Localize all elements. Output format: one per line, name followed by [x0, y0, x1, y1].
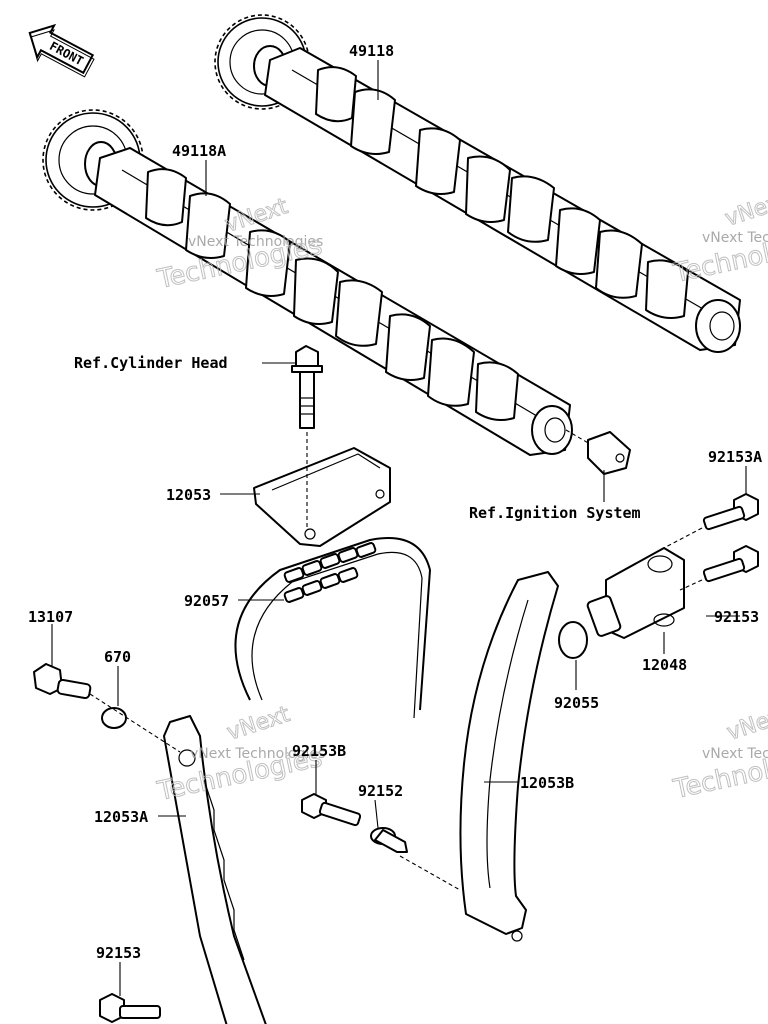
timing-chain	[234, 537, 431, 719]
exhaust-camshaft	[214, 14, 741, 353]
label-12053a: 12053A	[94, 808, 148, 826]
label-ref-cylinder-head: Ref.Cylinder Head	[74, 354, 228, 372]
label-670: 670	[104, 648, 131, 666]
collar-92152-shape	[370, 827, 408, 853]
part-labels: 49118 49118A Ref.Cylinder Head 12053 Ref…	[28, 42, 762, 962]
label-92153-bottom: 92153	[96, 944, 141, 962]
chain-tensioner	[586, 547, 685, 639]
watermark-company: vNext Technologies	[702, 230, 768, 246]
bolt-92153-bottom-shape	[99, 993, 161, 1023]
right-chain-guide	[459, 571, 559, 942]
ignition-rotor-pin	[587, 431, 631, 475]
watermark-company: vNext Technologies	[190, 746, 325, 762]
watermark-word1: vNext	[224, 702, 293, 746]
label-92055: 92055	[554, 694, 599, 712]
upper-chain-guide	[253, 447, 391, 547]
intake-camshaft	[42, 109, 573, 456]
label-12053b: 12053B	[520, 774, 574, 792]
bolt-92153a-shape	[702, 493, 759, 531]
watermark-company: vNext Technologies	[188, 234, 323, 250]
watermark-company: vNext Technologies	[702, 746, 768, 762]
label-13107: 13107	[28, 608, 73, 626]
label-92057: 92057	[184, 592, 229, 610]
upper-guide-bolt	[291, 345, 323, 429]
watermark-word1: vNext	[724, 702, 768, 746]
leader-lines	[51, 60, 747, 996]
label-92153b: 92153B	[292, 742, 346, 760]
label-12048: 12048	[642, 656, 687, 674]
front-arrow-badge: FRONT	[28, 23, 95, 78]
bolt-92153-right-shape	[702, 545, 759, 583]
label-49118a: 49118A	[172, 142, 226, 160]
watermark-word1: vNext	[722, 188, 768, 232]
label-92153a: 92153A	[708, 448, 762, 466]
label-49118: 49118	[349, 42, 394, 60]
label-92153-right: 92153	[714, 608, 759, 626]
left-chain-guide	[163, 715, 267, 1024]
oring-670-shape	[101, 707, 127, 729]
pivot-bolt	[33, 663, 92, 700]
label-92152: 92152	[358, 782, 403, 800]
bolt-92153b-shape	[301, 793, 362, 827]
label-12053: 12053	[166, 486, 211, 504]
label-ref-ignition-system: Ref.Ignition System	[469, 504, 641, 522]
oring-92055-shape	[558, 621, 588, 659]
